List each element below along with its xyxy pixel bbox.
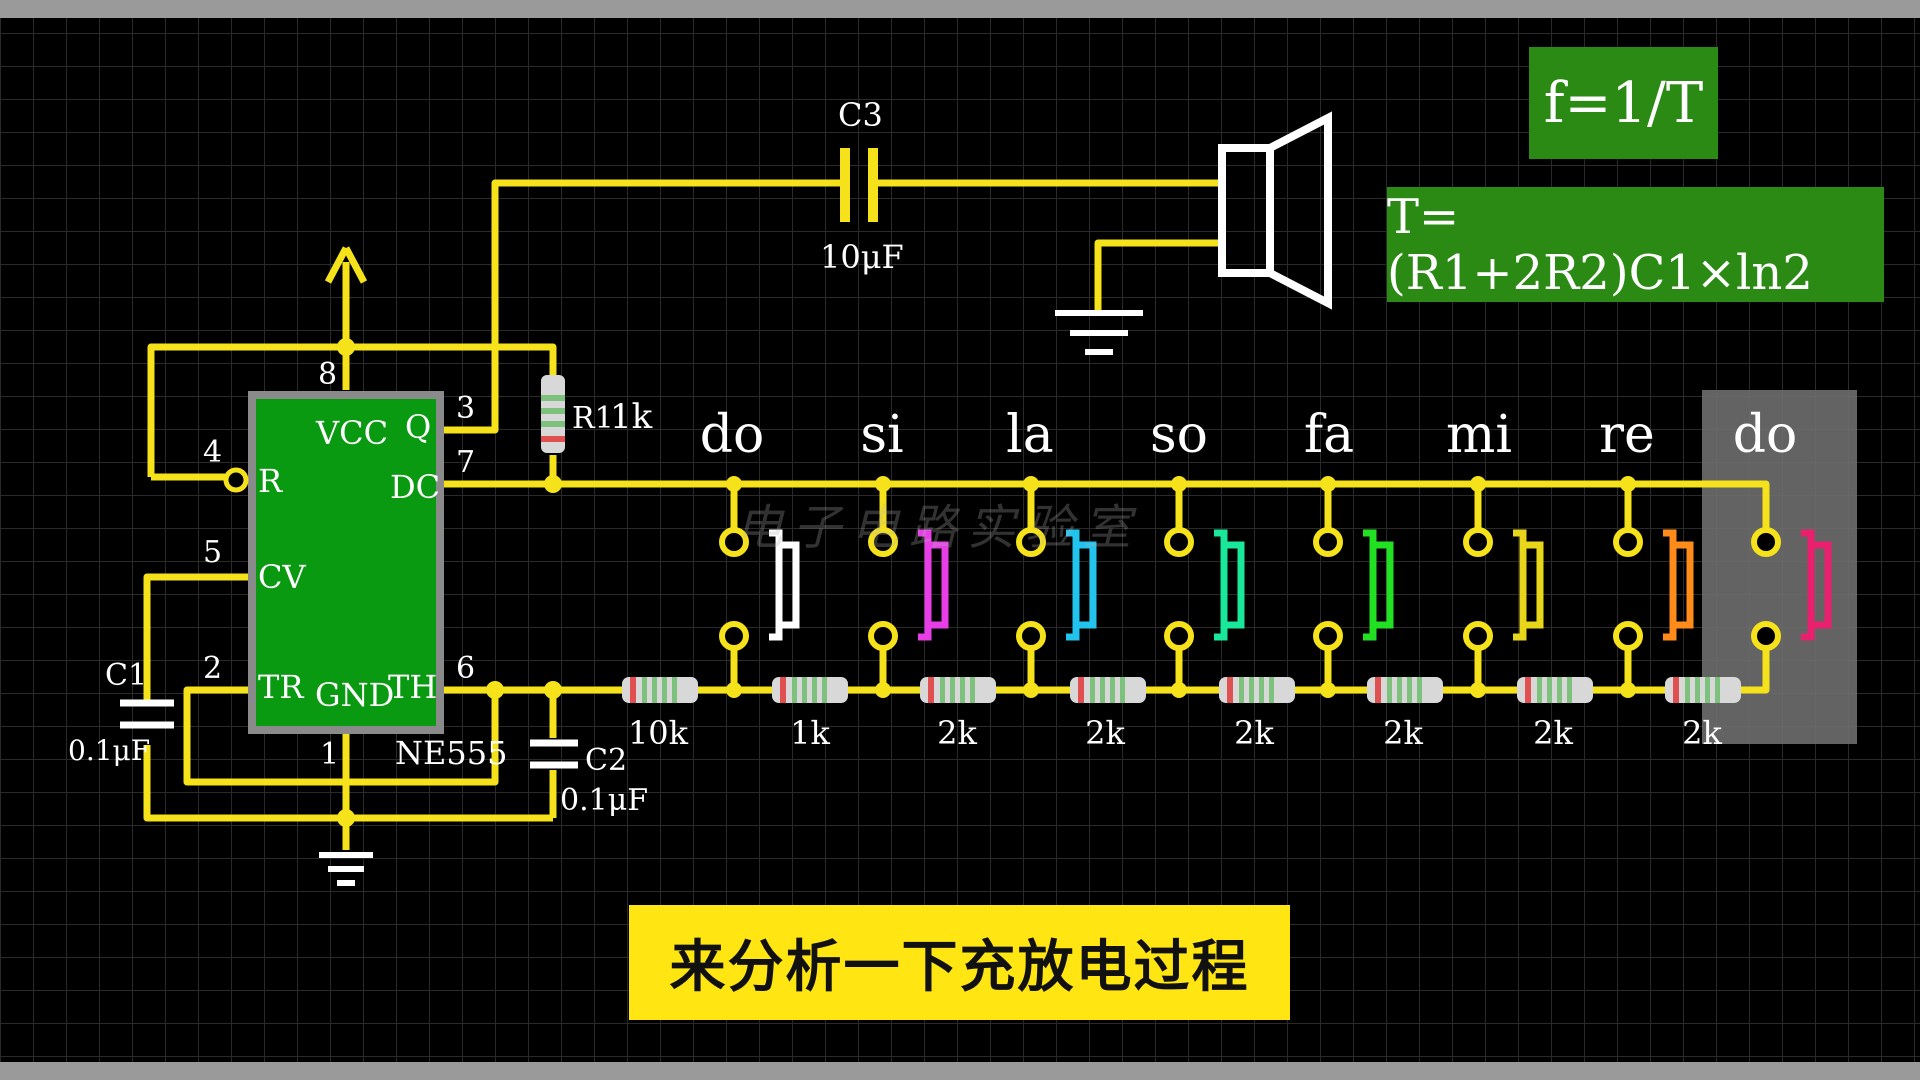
pin-number-2: 2 [203,651,222,686]
top-border [0,0,1920,18]
key-switch-3[interactable] [1164,484,1245,690]
pin-number-4: 4 [203,435,222,470]
chip-pin-labels: VCC Q R DC CV TR GND TH [258,408,440,714]
push-button-icon [918,529,949,641]
key-switch-1[interactable] [868,484,949,690]
resistor-r1: R1 1k [541,375,653,453]
key-switch-6[interactable] [1613,484,1694,690]
c3-name: C3 [838,96,883,134]
note-label-0: do [700,405,765,465]
keys-layer: do si la so fa mi re do 10k 1k 2k 2k 2k 2k 2k 2k [622,405,1832,752]
capacitor-c1: C1 0.1μF [68,658,174,767]
pin-label-cv: CV [258,558,306,596]
chip-label: NE555 [395,734,507,772]
pin-label-gnd: GND [315,676,394,714]
pin-label-q: Q [405,408,431,446]
push-button-icon [1801,529,1832,641]
c2-value: 0.1μF [560,783,648,818]
capacitor-c3: C3 10μF [820,96,904,276]
note-label-4: fa [1304,405,1354,465]
capacitor-c2: C2 0.1μF [530,739,648,818]
frequency-formula: f=1/T [1543,70,1704,136]
c3-value: 10μF [820,238,904,276]
r1-name: R1 [572,401,614,436]
pin-label-th: TH [388,668,437,706]
key-switch-5[interactable] [1463,484,1544,690]
pin4-inverter-circle [223,467,249,493]
c1-name: C1 [105,658,147,693]
chain-resistor-0: 10k [622,677,698,752]
period-formula-box: T=(R1+2R2)C1×ln2 [1387,187,1884,302]
key-switch-4[interactable] [1313,484,1394,690]
chain-resistor-2: 2k [920,677,996,752]
watermark: 电子电路实验室 [735,500,1142,556]
resistor-value-3: 2k [1085,714,1125,752]
resistor-value-1: 1k [790,714,830,752]
c1-value: 0.1μF [68,734,150,767]
note-label-6: re [1599,405,1655,465]
note-label-5: mi [1446,405,1512,465]
key-switch-2[interactable] [1016,484,1097,690]
pin-number-6: 6 [456,651,475,686]
chain-resistor-1: 1k [772,677,848,752]
pin-label-r: R [258,462,283,500]
push-button-icon [1663,529,1694,641]
bottom-border [0,1062,1920,1080]
chain-resistor-4: 2k [1219,677,1295,752]
chain-resistor-6: 2k [1517,677,1593,752]
push-button-icon [1363,529,1394,641]
note-label-2: la [1006,405,1054,465]
frequency-formula-box: f=1/T [1529,47,1718,159]
key-switch-7[interactable] [1751,484,1832,690]
chain-resistor-3: 2k [1070,677,1146,752]
key-switch-0[interactable] [719,484,800,690]
note-label-3: so [1150,405,1208,465]
chain-resistor-7: 2k [1665,677,1741,752]
resistor-value-2: 2k [937,714,977,752]
ground-icon [319,852,373,886]
period-formula: T=(R1+2R2)C1×ln2 [1387,188,1813,301]
pin-number-5: 5 [203,535,222,570]
note-label-7: do [1733,405,1798,465]
pin-number-3: 3 [456,391,475,426]
pin-number-8: 8 [318,357,337,392]
pin-number-1: 1 [320,737,339,772]
resistor-value-4: 2k [1234,714,1274,752]
push-button-icon [1513,529,1544,641]
chain-resistor-5: 2k [1367,677,1443,752]
resistor-value-5: 2k [1383,714,1423,752]
push-button-icon [1066,529,1097,641]
push-button-icon [769,529,800,641]
push-button-icon [1214,529,1245,641]
resistor-value-7: 2k [1682,714,1722,752]
resistor-value-0: 10k [628,714,689,752]
pin-numbers: 8 3 4 7 5 2 6 1 [203,357,475,772]
ground-icon [1055,310,1143,355]
resistor-value-6: 2k [1533,714,1573,752]
vcc-arrow-icon [324,246,368,284]
note-label-1: si [860,405,903,465]
pin-label-dc: DC [390,468,440,506]
subtitle-caption: 来分析一下充放电过程 [629,905,1290,1020]
pin-label-tr: TR [258,668,304,706]
r1-value: 1k [610,397,653,437]
speaker-icon [1218,111,1332,310]
ne555-chip [248,391,444,734]
pin-number-7: 7 [456,445,475,480]
c2-name: C2 [585,743,627,778]
pin-label-vcc: VCC [315,414,388,452]
